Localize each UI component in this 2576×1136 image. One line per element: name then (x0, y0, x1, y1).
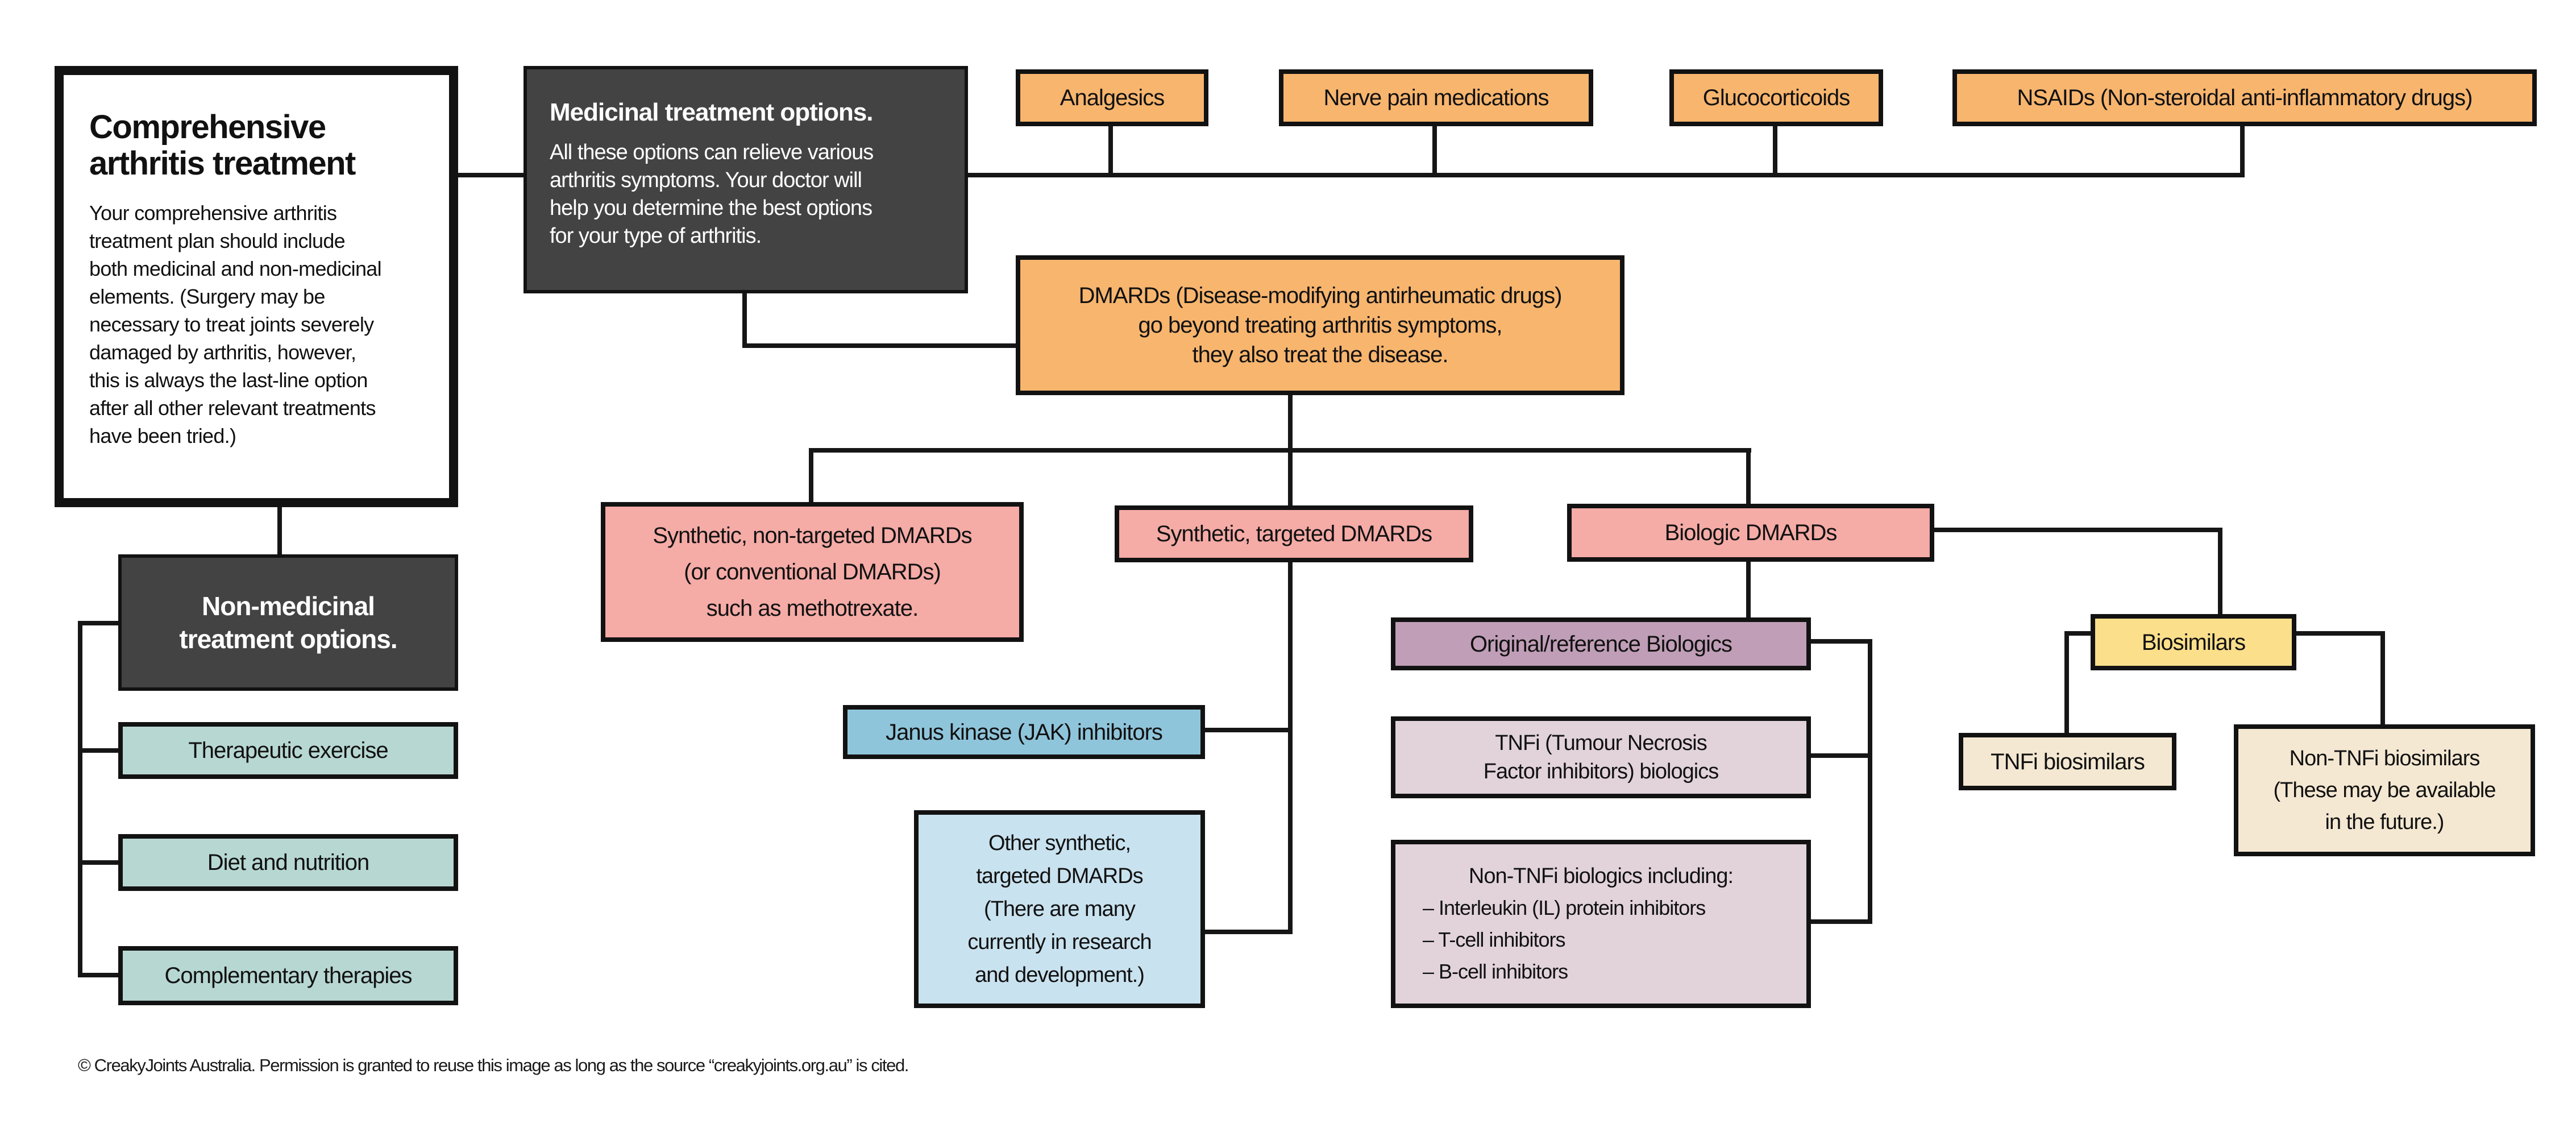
connector-biologics-bracket-vertical (1868, 639, 1872, 924)
connector-nerve-pain-stub (1432, 126, 1437, 175)
connector-original-biologics-right (1811, 639, 1872, 644)
connector-glucocorticoids-stub (1773, 126, 1777, 175)
node-diet-and-nutrition: Diet and nutrition (118, 834, 458, 891)
connector-biosimilars-right (2296, 631, 2385, 636)
non-tnfi-biosimilars-label: Non-TNFi biosimilars (These may be avail… (2273, 747, 2496, 834)
node-biosimilars: Biosimilars (2091, 614, 2296, 670)
node-synthetic-targeted-dmards: Synthetic, targeted DMARDs (1115, 505, 1473, 562)
non-tnfi-biologics-heading: Non-TNFi biologics including: (1468, 864, 1734, 888)
therapeutic-exercise-label: Therapeutic exercise (188, 738, 388, 763)
connector-nsaids-stub (2240, 126, 2245, 177)
non-medicinal-label: Non-medicinal treatment options. (179, 591, 397, 654)
node-synthetic-non-targeted-dmards: Synthetic, non-targeted DMARDs (or conve… (601, 502, 1024, 642)
connector-branch-left-down (809, 448, 813, 502)
other-synthetic-label: Other synthetic, targeted DMARDs (There … (967, 831, 1152, 987)
biosimilars-label: Biosimilars (2141, 629, 2246, 655)
connector-complementary-stub (78, 973, 118, 977)
node-medicinal-treatment-options: Medicinal treatment options. All these o… (523, 66, 968, 293)
connector-therapeutic-stub (78, 748, 118, 753)
node-dmards: DMARDs (Disease-modifying antirheumatic … (1016, 255, 1624, 395)
synthetic-targeted-label: Synthetic, targeted DMARDs (1156, 521, 1432, 546)
connector-other-synthetic-stub (1205, 930, 1291, 934)
node-jak-inhibitors: Janus kinase (JAK) inhibitors (843, 705, 1205, 759)
connector-dmards-branch (809, 448, 1751, 453)
connector-biosimilars-left (2064, 631, 2091, 636)
medicinal-title: Medicinal treatment options. (550, 98, 874, 126)
synthetic-non-targeted-label: Synthetic, non-targeted DMARDs (or conve… (653, 523, 972, 621)
connector-jak-stub (1205, 728, 1291, 732)
node-analgesics: Analgesics (1016, 69, 1208, 126)
connector-tnfi-biologics-stub (1811, 753, 1872, 758)
dmards-label: DMARDs (Disease-modifying antirheumatic … (1078, 283, 1563, 367)
connector-diet-stub (78, 860, 118, 865)
node-non-medicinal-treatment-options: Non-medicinal treatment options. (118, 554, 458, 691)
node-therapeutic-exercise: Therapeutic exercise (118, 722, 458, 779)
connector-left-bracket-vertical (78, 621, 82, 977)
connector-biologic-bottom-down (1746, 562, 1751, 617)
connector-biologic-right (1934, 528, 2222, 532)
complementary-therapies-label: Complementary therapies (164, 963, 413, 988)
medicinal-body: All these options can relieve various ar… (550, 140, 874, 248)
root-body: Your comprehensive arthritis treatment p… (89, 201, 382, 447)
diet-nutrition-label: Diet and nutrition (207, 850, 369, 875)
node-comprehensive-arthritis-treatment: Comprehensive arthritis treatment Your c… (55, 66, 458, 507)
glucocorticoids-label: Glucocorticoids (1702, 85, 1850, 110)
node-other-synthetic-targeted-dmards: Other synthetic, targeted DMARDs (There … (914, 810, 1205, 1008)
non-tnfi-biologics-items: – Interleukin (IL) protein inhibitors – … (1423, 896, 1706, 983)
tnfi-biologics-label: TNFi (Tumour Necrosis Factor inhibitors)… (1483, 731, 1719, 783)
connector-non-tnfi-biologics-stub (1811, 919, 1872, 924)
connector-medicinal-to-dmards (742, 343, 1016, 348)
analgesics-label: Analgesics (1060, 85, 1165, 110)
node-tnfi-biosimilars: TNFi biosimilars (1959, 733, 2176, 790)
connector-branch-middle-down (1288, 448, 1293, 934)
connector-medicinal-down (742, 293, 747, 348)
node-complementary-therapies: Complementary therapies (118, 946, 458, 1005)
connector-root-down (277, 507, 282, 555)
connector-branch-right-down (1746, 448, 1751, 504)
connector-dmards-down (1288, 395, 1293, 452)
node-non-tnfi-biologics: Non-TNFi biologics including: – Interleu… (1391, 840, 1811, 1008)
node-biologic-dmards: Biologic DMARDs (1567, 504, 1934, 562)
nsaids-label: NSAIDs (Non-steroidal anti-inflammatory … (2017, 85, 2473, 110)
root-title: Comprehensive arthritis treatment (89, 109, 356, 182)
node-glucocorticoids: Glucocorticoids (1669, 69, 1883, 126)
connector-analgesics-stub (1108, 126, 1113, 175)
original-biologics-label: Original/reference Biologics (1469, 631, 1732, 657)
copyright-notice: © CreakyJoints Australia. Permission is … (78, 1055, 909, 1075)
tnfi-biosimilars-label: TNFi biosimilars (1991, 749, 2145, 774)
jak-inhibitors-label: Janus kinase (JAK) inhibitors (886, 719, 1163, 745)
node-non-tnfi-biosimilars: Non-TNFi biosimilars (These may be avail… (2234, 724, 2535, 856)
connector-tnfi-biosimilars-down (2064, 631, 2069, 733)
connector-non-medicinal-stub (78, 621, 118, 625)
connector-non-tnfi-biosimilars-down (2380, 631, 2385, 724)
biologic-dmards-label: Biologic DMARDs (1664, 520, 1838, 545)
nerve-pain-label: Nerve pain medications (1323, 85, 1549, 110)
node-tnfi-biologics: TNFi (Tumour Necrosis Factor inhibitors)… (1391, 716, 1811, 798)
node-nsaids: NSAIDs (Non-steroidal anti-inflammatory … (1952, 69, 2537, 126)
connector-top-horizontal (456, 173, 2245, 177)
node-nerve-pain-medications: Nerve pain medications (1279, 69, 1593, 126)
connector-biosimilars-down (2218, 528, 2222, 614)
node-original-reference-biologics: Original/reference Biologics (1391, 617, 1811, 670)
